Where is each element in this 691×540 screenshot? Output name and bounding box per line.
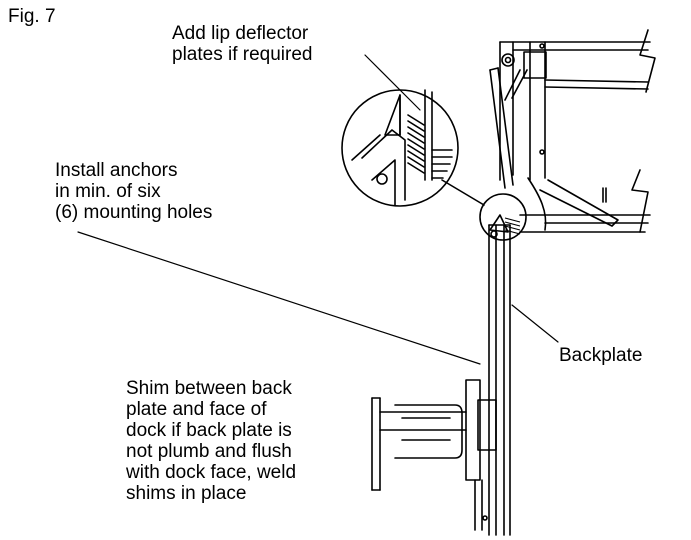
lower-deck — [519, 169, 651, 233]
leader-lines — [77, 54, 559, 365]
lip-hinge — [489, 67, 514, 189]
callout-line: Add lip deflector — [172, 23, 309, 44]
backplate-column — [488, 224, 511, 536]
figure-label: Fig. 7 — [8, 6, 56, 27]
callout-line: with dock face, weld — [126, 462, 297, 483]
bumper-bracket — [371, 379, 497, 531]
lip-deflector-callout: Add lip deflector plates if required — [172, 23, 312, 65]
callout-line: not plumb and flush — [126, 441, 292, 462]
callout-line: shims in place — [126, 483, 247, 504]
upper-deck-frame — [499, 29, 656, 181]
callout-line: Install anchors — [55, 160, 178, 181]
callout-line: Shim between back — [126, 378, 292, 399]
shim-callout: Shim between back plate and face of dock… — [126, 378, 296, 504]
hinge-detail-circle — [479, 193, 527, 241]
magnified-detail — [341, 89, 485, 207]
anchors-callout: Install anchors in min. of six (6) mount… — [55, 160, 212, 223]
backplate-callout: Backplate — [559, 345, 643, 366]
section-hatch — [504, 217, 521, 235]
callout-line: plate and face of — [126, 399, 267, 420]
callout-line: in min. of six — [55, 181, 161, 202]
callout-line: plates if required — [172, 44, 313, 65]
callout-line: (6) mounting holes — [55, 202, 213, 223]
callout-line: dock if back plate is — [126, 420, 292, 441]
